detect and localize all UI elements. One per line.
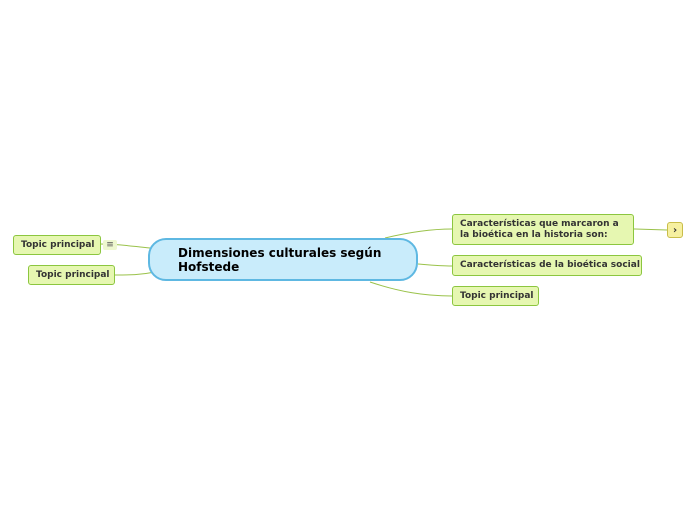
link-central-to-right-2 — [417, 263, 453, 267]
right-topic-2[interactable]: Características de la bioética social — [452, 255, 642, 276]
link-central-to-right-1 — [384, 228, 453, 239]
left-topic-2[interactable]: Topic principal — [28, 265, 115, 285]
notes-icon-glyph: ≡ — [106, 240, 114, 250]
chevron-right-icon[interactable]: › — [667, 222, 683, 238]
central-topic-label: Dimensiones culturales según Hofstede — [178, 245, 382, 274]
left-topic-1-label: Topic principal — [21, 239, 95, 250]
right-topic-3[interactable]: Topic principal — [452, 286, 539, 306]
link-central-to-right-3 — [369, 281, 453, 297]
right-topic-2-label: Características de la bioética social — [460, 260, 640, 270]
link-right-1-to-expander — [633, 228, 668, 231]
left-topic-1[interactable]: Topic principal — [13, 235, 101, 255]
central-topic[interactable]: Dimensiones culturales según Hofstede — [148, 238, 418, 281]
chevron-right-glyph: › — [672, 224, 678, 236]
link-central-to-left-2 — [114, 271, 156, 276]
right-topic-1[interactable]: Características que marcaron a la bioéti… — [452, 214, 634, 245]
left-topic-2-label: Topic principal — [36, 269, 110, 280]
notes-icon[interactable]: ≡ — [103, 240, 117, 250]
right-topic-1-label: Características que marcaron a la bioéti… — [460, 218, 619, 240]
right-topic-3-label: Topic principal — [460, 290, 534, 301]
